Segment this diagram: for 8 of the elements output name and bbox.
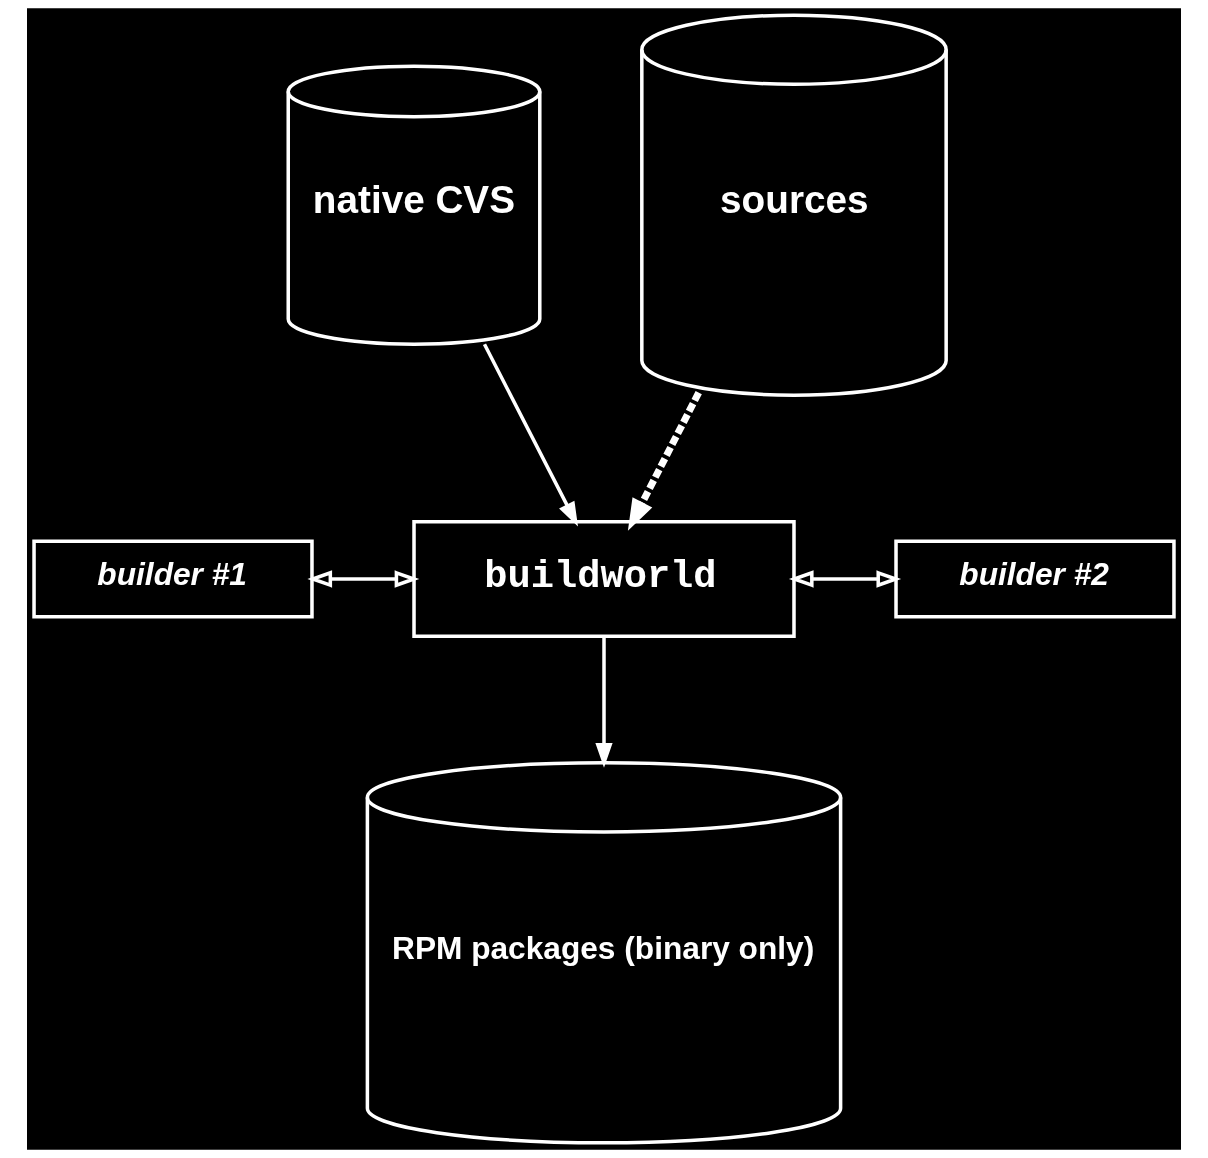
arrow [482, 343, 578, 527]
node-box: builder #1 [32, 539, 314, 619]
node-box: builder #2 [894, 539, 1176, 619]
node-box: buildworld [412, 520, 796, 638]
arrow [595, 636, 613, 768]
arrow [627, 391, 702, 531]
arrow [307, 570, 420, 588]
arrow [788, 570, 902, 588]
